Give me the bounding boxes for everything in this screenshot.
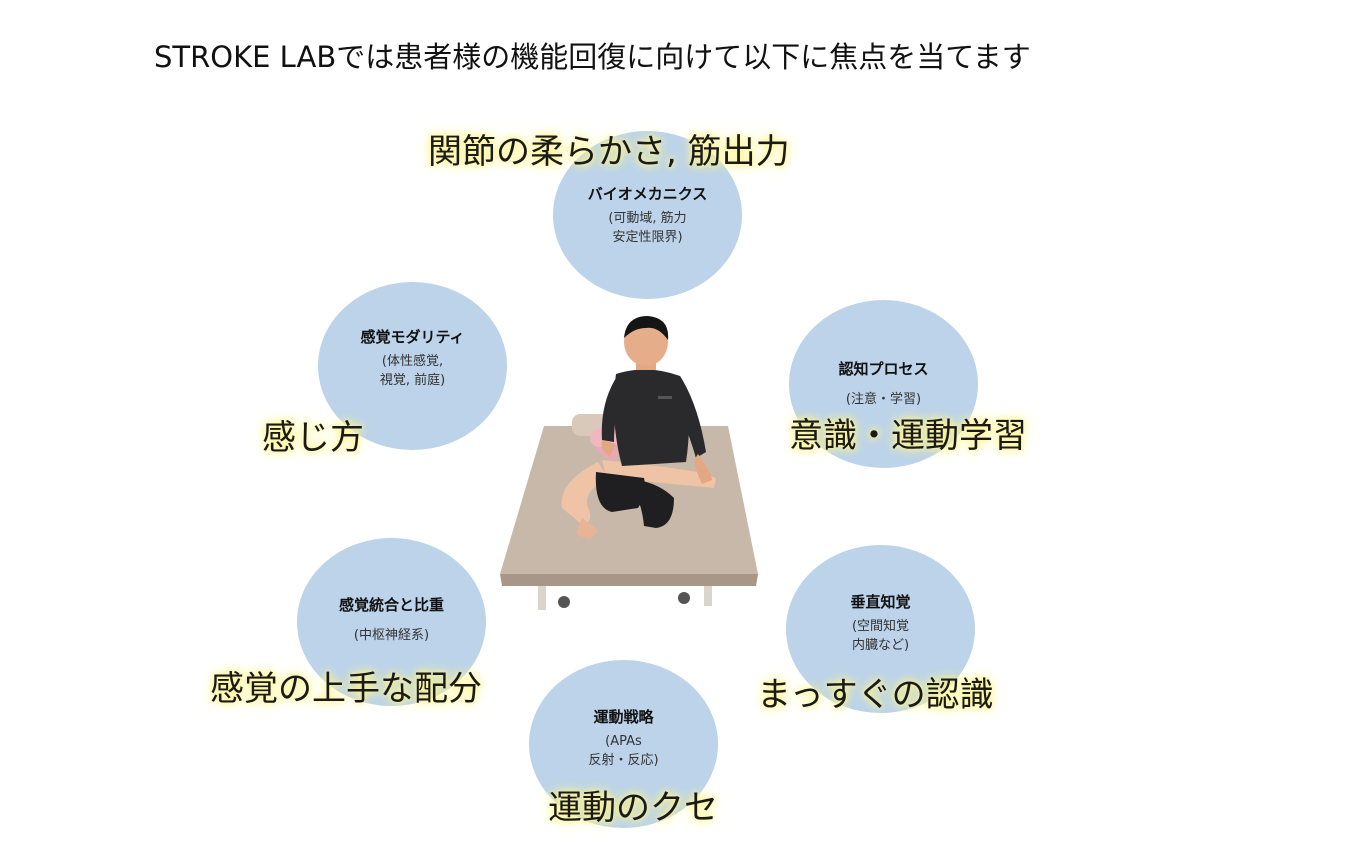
biomechanics-highlight: 関節の柔らかさ, 筋出力: [428, 132, 790, 172]
circle-motor-strategy: 運動戦略 (APAs 反射・反応): [529, 660, 718, 828]
sensory-integration-heading: 感覚統合と比重: [338, 596, 444, 614]
circle-sensory-modality: 感覚モダリティ (体性感覚, 視覚, 前庭): [318, 282, 507, 450]
sensory-modality-highlight: 感じ方: [262, 418, 364, 458]
biomechanics-detail-2: 安定性限界): [612, 229, 683, 245]
sensory-modality-detail-2: 視覚, 前庭): [379, 372, 446, 388]
cognitive-process-highlight: 意識・運動学習: [789, 416, 1027, 456]
vertical-perception-highlight: まっすぐの認識: [757, 675, 994, 715]
motor-strategy-detail-2: 反射・反応): [588, 752, 659, 768]
motor-strategy-highlight: 運動のクセ: [548, 788, 718, 828]
vertical-perception-detail-2: 内臓など): [851, 637, 910, 653]
vertical-perception-detail-1: (空間知覚: [851, 619, 910, 634]
biomechanics-heading: バイオメカニクス: [587, 185, 708, 203]
biomechanics-detail-1: (可動域, 筋力: [608, 211, 687, 226]
motor-strategy-heading: 運動戦略: [593, 708, 654, 726]
circle-sensory-integration: 感覚統合と比重 (中枢神経系): [297, 538, 486, 706]
sensory-integration-detail-1: (中枢神経系): [353, 628, 430, 643]
page-title: STROKE LABでは患者様の機能回復に向けて以下に焦点を当てます: [154, 40, 1031, 74]
motor-strategy-detail-1: (APAs: [605, 734, 642, 749]
cognitive-process-detail-1: (注意・学習): [845, 392, 922, 407]
circle-cognitive-process: 認知プロセス (注意・学習): [789, 300, 978, 468]
circle-vertical-perception: 垂直知覚 (空間知覚 内臓など): [786, 545, 975, 713]
sensory-modality-heading: 感覚モダリティ: [360, 328, 465, 346]
vertical-perception-heading: 垂直知覚: [850, 593, 911, 611]
therapy-photo: [500, 316, 758, 610]
sensory-integration-highlight: 感覚の上手な配分: [210, 669, 482, 709]
sensory-modality-detail-1: (体性感覚,: [381, 354, 444, 369]
cognitive-process-heading: 認知プロセス: [838, 360, 929, 378]
circle-biomechanics: バイオメカニクス (可動域, 筋力 安定性限界): [553, 131, 742, 299]
